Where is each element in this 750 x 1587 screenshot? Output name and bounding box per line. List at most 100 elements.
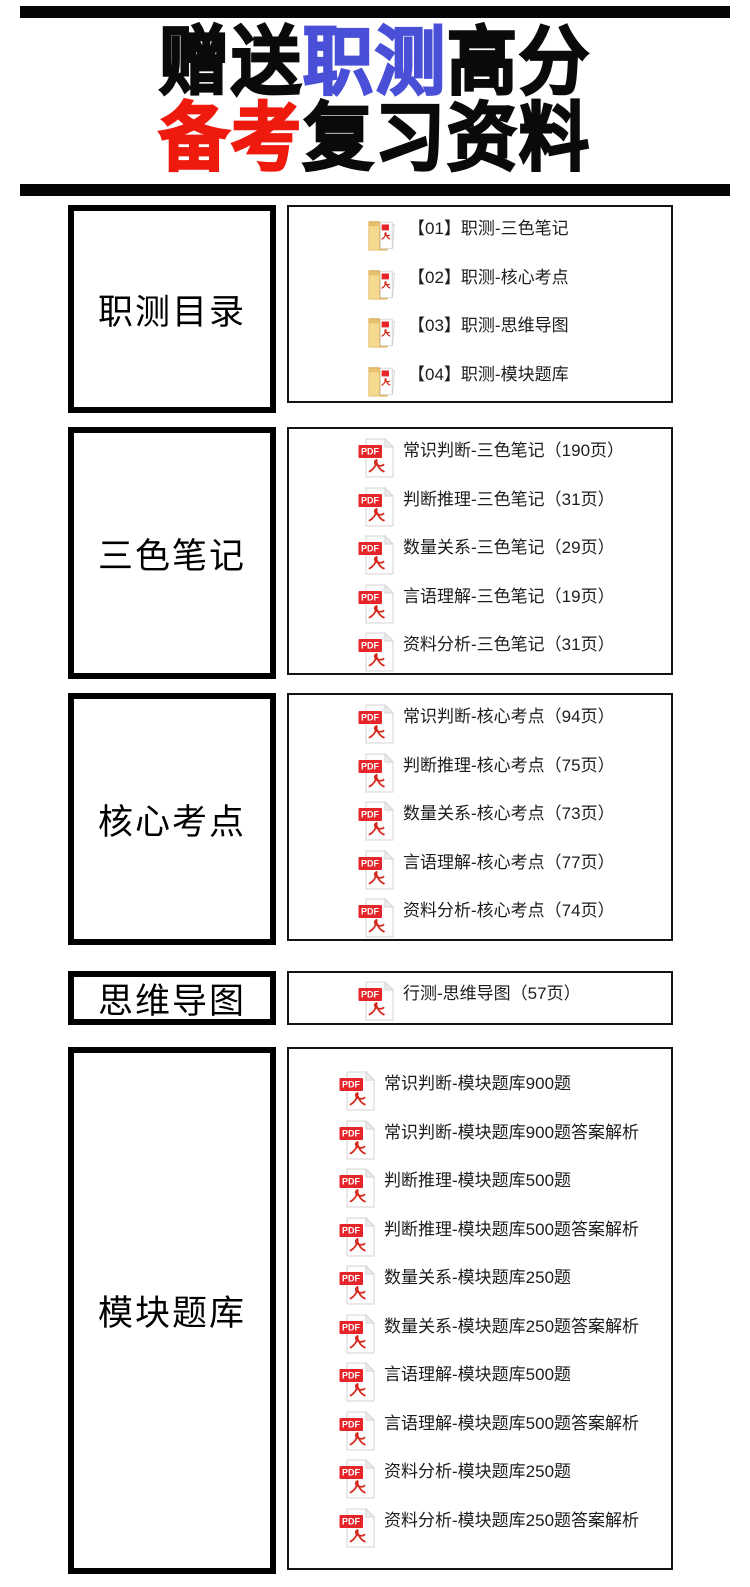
section-directory-panel: 【01】职测-三色笔记 【02】职测-核心考点 【03】职测-思维导图 【04】…	[287, 205, 673, 403]
pdf-file-icon	[339, 1362, 375, 1402]
item-label: 行测-思维导图（57页）	[403, 984, 581, 1003]
section-question-bank: 模块题库 常识判断-模块题库900题 常识判断-模块题库900题答案解析 判断推…	[68, 1047, 673, 1574]
item-label: 数量关系-核心考点（73页）	[403, 804, 615, 823]
title-segment-highlight-blue: 职测	[302, 20, 447, 104]
list-item[interactable]: 常识判断-模块题库900题答案解析	[339, 1112, 671, 1161]
item-label: 判断推理-核心考点（75页）	[403, 755, 615, 775]
pdf-file-icon	[339, 1071, 375, 1111]
list-item[interactable]: 数量关系-模块题库250题答案解析	[339, 1306, 671, 1355]
title-divider-bar	[20, 184, 730, 196]
list-item[interactable]: 资料分析-三色笔记（31页）	[358, 624, 671, 673]
section-three-color-notes-panel: 常识判断-三色笔记（190页） 判断推理-三色笔记（31页） 数量关系-三色笔记…	[287, 427, 673, 675]
item-label: 常识判断-模块题库900题答案解析	[384, 1122, 640, 1142]
file-list: 行测-思维导图（57页）	[289, 973, 671, 1022]
section-directory-label-box: 职测目录	[68, 205, 276, 413]
folder-pdf-icon	[368, 216, 399, 253]
item-label: 资料分析-模块题库250题	[384, 1462, 572, 1481]
pdf-file-icon	[358, 981, 394, 1021]
section-label: 三色笔记	[97, 536, 246, 576]
section-mind-map-label-box: 思维导图	[68, 971, 276, 1025]
list-item[interactable]: 【02】职测-核心考点	[368, 257, 671, 306]
section-mind-map: 思维导图 行测-思维导图（57页）	[68, 971, 673, 1025]
item-label: 资料分析-模块题库250题答案解析	[384, 1510, 640, 1530]
list-item[interactable]: 数量关系-三色笔记（29页）	[358, 527, 671, 576]
top-divider-bar	[20, 6, 730, 18]
pdf-file-icon	[358, 584, 394, 624]
list-item[interactable]: 数量关系-核心考点（73页）	[358, 793, 671, 842]
item-label: 资料分析-三色笔记（31页）	[403, 635, 615, 654]
pdf-file-icon	[339, 1120, 375, 1160]
title-line-2: 备考复习资料	[0, 96, 750, 180]
section-label: 核心考点	[97, 802, 246, 842]
item-label: 常识判断-模块题库900题	[384, 1074, 572, 1093]
title-segment-highlight-red: 备考	[158, 96, 303, 180]
section-mind-map-panel: 行测-思维导图（57页）	[287, 971, 673, 1025]
section-three-color-notes-label-box: 三色笔记	[68, 427, 276, 679]
list-item[interactable]: 数量关系-模块题库250题	[339, 1257, 671, 1306]
list-item[interactable]: 言语理解-模块题库500题	[339, 1354, 671, 1403]
file-list: 常识判断-模块题库900题 常识判断-模块题库900题答案解析 判断推理-模块题…	[289, 1049, 671, 1548]
file-list: 常识判断-三色笔记（190页） 判断推理-三色笔记（31页） 数量关系-三色笔记…	[289, 429, 671, 673]
list-item[interactable]: 常识判断-三色笔记（190页）	[358, 430, 671, 479]
item-label: 【03】职测-思维导图	[408, 316, 569, 335]
section-question-bank-label-box: 模块题库	[68, 1047, 276, 1574]
list-item[interactable]: 【04】职测-模块题库	[368, 354, 671, 403]
item-label: 判断推理-模块题库500题答案解析	[384, 1219, 640, 1239]
pdf-file-icon	[339, 1217, 375, 1257]
folder-pdf-icon	[368, 362, 399, 399]
title-line-1: 赠送职测高分	[0, 20, 750, 104]
list-item[interactable]: 言语理解-三色笔记（19页）	[358, 576, 671, 625]
list-item[interactable]: 言语理解-模块题库500题答案解析	[339, 1403, 671, 1452]
section-three-color-notes: 三色笔记 常识判断-三色笔记（190页） 判断推理-三色笔记（31页） 数量关系…	[68, 427, 673, 679]
list-item[interactable]: 常识判断-核心考点（94页）	[358, 696, 671, 745]
pdf-file-icon	[358, 632, 394, 672]
item-label: 言语理解-核心考点（77页）	[403, 852, 615, 872]
list-item[interactable]: 判断推理-模块题库500题答案解析	[339, 1209, 671, 1258]
section-directory: 职测目录 【01】职测-三色笔记 【02】职测-核心考点 【03】职测-思维导图…	[68, 205, 673, 413]
pdf-file-icon	[339, 1265, 375, 1305]
item-label: 【02】职测-核心考点	[408, 267, 569, 287]
title-segment: 赠送	[158, 20, 303, 104]
list-item[interactable]: 常识判断-模块题库900题	[339, 1063, 671, 1112]
list-item[interactable]: 资料分析-模块题库250题	[339, 1451, 671, 1500]
section-label: 职测目录	[97, 292, 246, 332]
list-item[interactable]: 行测-思维导图（57页）	[358, 973, 671, 1022]
pdf-file-icon	[339, 1508, 375, 1548]
item-label: 数量关系-模块题库250题	[384, 1268, 572, 1287]
item-label: 数量关系-三色笔记（29页）	[403, 538, 615, 557]
section-core-points-panel: 常识判断-核心考点（94页） 判断推理-核心考点（75页） 数量关系-核心考点（…	[287, 693, 673, 941]
pdf-file-icon	[358, 801, 394, 841]
list-item[interactable]: 资料分析-核心考点（74页）	[358, 890, 671, 939]
item-label: 判断推理-三色笔记（31页）	[403, 489, 615, 509]
section-core-points: 核心考点 常识判断-核心考点（94页） 判断推理-核心考点（75页） 数量关系-…	[68, 693, 673, 945]
item-label: 【01】职测-三色笔记	[408, 219, 569, 238]
list-item[interactable]: 言语理解-核心考点（77页）	[358, 842, 671, 891]
page-title: 赠送职测高分 备考复习资料	[0, 18, 750, 184]
list-item[interactable]: 【03】职测-思维导图	[368, 305, 671, 354]
item-label: 言语理解-模块题库500题	[384, 1365, 572, 1384]
item-label: 数量关系-模块题库250题答案解析	[384, 1316, 640, 1336]
folder-pdf-icon	[368, 313, 399, 350]
pdf-file-icon	[339, 1168, 375, 1208]
item-label: 言语理解-模块题库500题答案解析	[384, 1413, 640, 1433]
item-label: 资料分析-核心考点（74页）	[403, 901, 615, 920]
pdf-file-icon	[339, 1411, 375, 1451]
list-item[interactable]: 判断推理-核心考点（75页）	[358, 745, 671, 794]
folder-pdf-icon	[368, 265, 399, 302]
pdf-file-icon	[339, 1314, 375, 1354]
pdf-file-icon	[358, 487, 394, 527]
list-item[interactable]: 资料分析-模块题库250题答案解析	[339, 1500, 671, 1549]
item-label: 言语理解-三色笔记（19页）	[403, 586, 615, 606]
list-item[interactable]: 【01】职测-三色笔记	[368, 208, 671, 257]
pdf-file-icon	[358, 753, 394, 793]
list-item[interactable]: 判断推理-三色笔记（31页）	[358, 479, 671, 528]
pdf-file-icon	[339, 1459, 375, 1499]
list-item[interactable]: 判断推理-模块题库500题	[339, 1160, 671, 1209]
item-label: 常识判断-三色笔记（190页）	[403, 441, 625, 460]
pdf-file-icon	[358, 535, 394, 575]
section-core-points-label-box: 核心考点	[68, 693, 276, 945]
item-label: 判断推理-模块题库500题	[384, 1171, 572, 1190]
item-label: 常识判断-核心考点（94页）	[403, 707, 615, 726]
section-question-bank-panel: 常识判断-模块题库900题 常识判断-模块题库900题答案解析 判断推理-模块题…	[287, 1047, 673, 1570]
file-list: 【01】职测-三色笔记 【02】职测-核心考点 【03】职测-思维导图 【04】…	[289, 207, 671, 402]
